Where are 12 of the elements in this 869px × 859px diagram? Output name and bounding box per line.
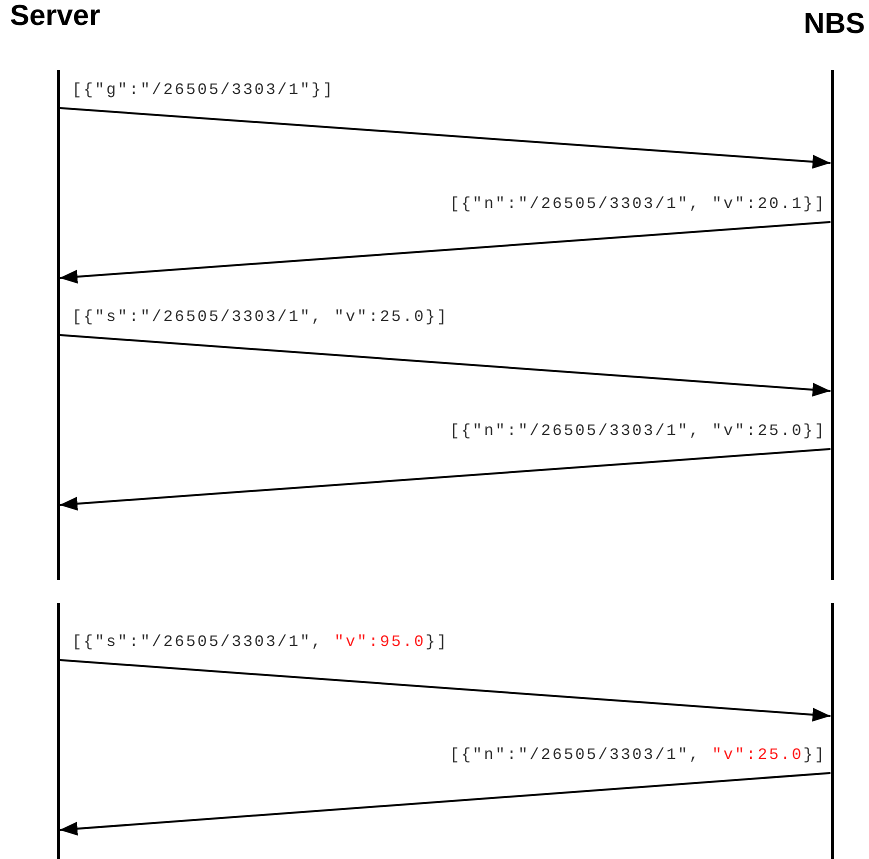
participant-label: Server — [10, 2, 100, 31]
message-arrow — [59, 772, 831, 836]
lifeline — [830, 603, 834, 859]
message-arrow — [59, 221, 831, 284]
message-arrow — [59, 334, 831, 397]
message-arrow — [59, 448, 831, 511]
participant-label: NBS — [804, 10, 865, 39]
lifeline — [56, 70, 60, 580]
message-arrow — [59, 659, 831, 722]
lifeline — [830, 70, 834, 580]
lifeline — [56, 603, 60, 859]
message-arrow — [59, 107, 831, 169]
